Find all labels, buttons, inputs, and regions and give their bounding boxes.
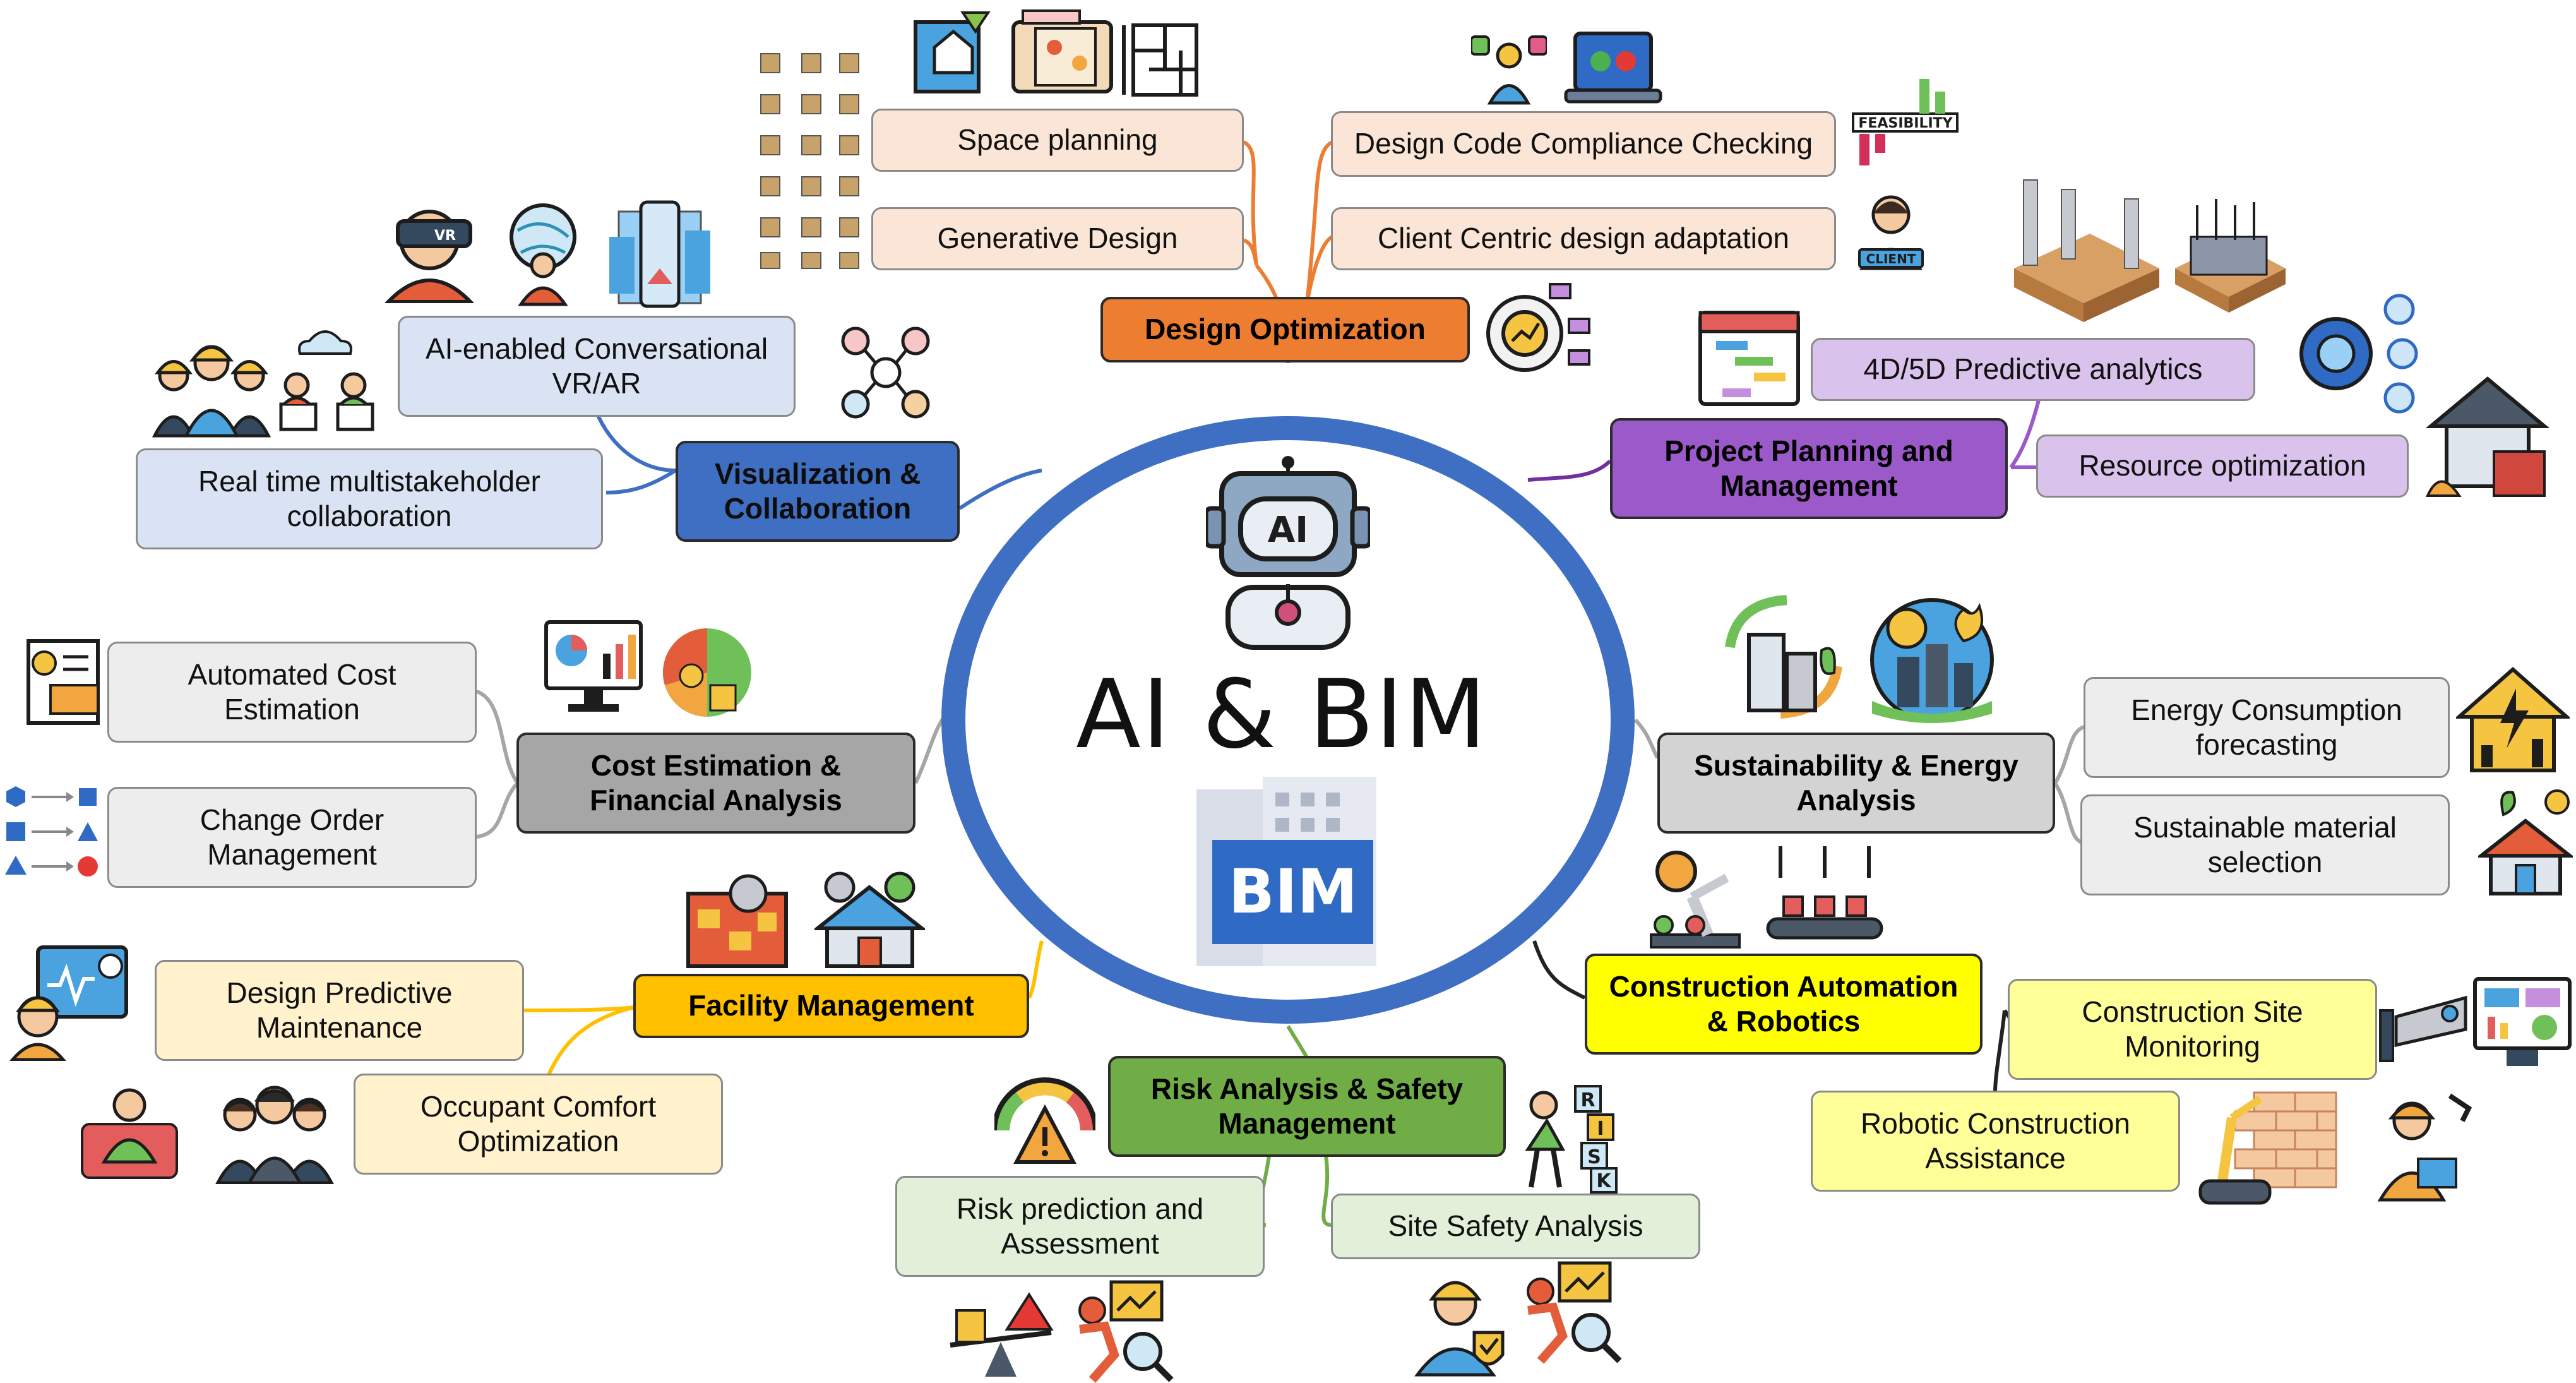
gantt-icon — [1698, 311, 1800, 406]
leaf-risk-prediction[interactable]: Risk prediction and Assessment — [895, 1176, 1265, 1277]
risk-letter-k: K — [1596, 1170, 1612, 1192]
green-house-icon — [2478, 789, 2573, 895]
risk-letter-r: R — [1580, 1089, 1595, 1111]
branch-construction-automation[interactable]: Construction Automation & Robotics — [1585, 954, 1983, 1055]
ai-label: AI — [1268, 510, 1308, 551]
leaf-space-planning[interactable]: Space planning — [871, 109, 1244, 172]
relaxing-person-icon — [81, 1088, 178, 1179]
pie-chart-icon — [663, 628, 751, 717]
laptop-check-icon — [1564, 32, 1662, 104]
leaf-predictive-analytics[interactable]: 4D/5D Predictive analytics — [1811, 338, 2255, 401]
branch-visualization-collaboration[interactable]: Visualization & Collaboration — [676, 441, 960, 542]
sustainable-city-icon — [1725, 595, 1842, 719]
maze-plan-icon — [1122, 23, 1198, 97]
branch-facility-management[interactable]: Facility Management — [633, 974, 1029, 1038]
engineer-icon — [2377, 1093, 2472, 1202]
balance-risk-icon — [950, 1292, 1054, 1377]
branch-risk-analysis[interactable]: Risk Analysis & Safety Management — [1108, 1056, 1506, 1157]
leaf-energy-forecasting[interactable]: Energy Consumption forecasting — [2084, 677, 2450, 778]
robot-bricks-icon — [2198, 1091, 2337, 1205]
leaf-site-safety[interactable]: Site Safety Analysis — [1331, 1194, 1700, 1259]
gear-network-icon — [2299, 294, 2418, 414]
branch-project-planning[interactable]: Project Planning and Management — [1610, 418, 2008, 519]
leaf-design-code-compliance[interactable]: Design Code Compliance Checking — [1331, 111, 1836, 177]
worker-search-icon — [1078, 1280, 1174, 1383]
leaf-robotic-assistance[interactable]: Robotic Construction Assistance — [1811, 1091, 2180, 1192]
invoice-icon — [27, 639, 100, 725]
dashboard-icon — [2473, 977, 2572, 1066]
risk-cubes-icon: R I S K — [1525, 1085, 1618, 1194]
leaf-ai-vr-ar[interactable]: AI-enabled Conversational VR/AR — [398, 316, 796, 417]
risk-letter-s: S — [1587, 1146, 1601, 1168]
vr-label: VR — [434, 228, 456, 244]
house-construction-icon — [2425, 376, 2550, 497]
feasibility-label: FEASIBILITY — [1858, 116, 1953, 131]
blueprint-icon — [1011, 9, 1113, 93]
client-icon: CLIENT — [1858, 195, 1924, 270]
change-flow-icon — [5, 786, 98, 877]
center-title: AI & BIM — [1076, 660, 1488, 770]
branch-design-optimization[interactable]: Design Optimization — [1100, 297, 1470, 362]
worker-search-icon-2 — [1527, 1261, 1622, 1364]
remote-meeting-icon — [279, 330, 374, 431]
generative-grid-icon — [760, 53, 859, 269]
monitor-chart-icon — [544, 620, 643, 712]
sustainable-city-icon — [1870, 598, 1994, 723]
leaf-resource-optimization[interactable]: Resource optimization — [2036, 434, 2409, 498]
floorplan-icon — [914, 11, 991, 93]
bim-label: BIM — [1229, 856, 1357, 927]
optimization-gear-icon — [1486, 283, 1590, 372]
risk-letter-i: I — [1597, 1118, 1604, 1140]
leaf-site-monitoring[interactable]: Construction Site Monitoring — [2008, 979, 2377, 1080]
buildings-3d-icon — [2014, 179, 2286, 322]
leaf-client-centric-design[interactable]: Client Centric design adaptation — [1331, 207, 1836, 270]
network-people-icon — [841, 326, 930, 419]
branch-sustainability[interactable]: Sustainability & Energy Analysis — [1657, 733, 2055, 834]
assembly-line-icon — [1766, 846, 1883, 940]
leaf-realtime-collaboration[interactable]: Real time multistakeholder collaboration — [136, 448, 603, 549]
ar-phone-icon — [609, 200, 710, 308]
robot-arm-icon — [1650, 851, 1741, 949]
feasibility-chart-icon: FEASIBILITY — [1852, 79, 1959, 165]
maintenance-monitor-icon — [9, 945, 128, 1061]
team-helmets-icon — [152, 345, 271, 438]
leaf-automated-cost[interactable]: Automated Cost Estimation — [107, 642, 477, 743]
leaf-predictive-maintenance[interactable]: Design Predictive Maintenance — [155, 960, 524, 1061]
gauge-warning-icon — [994, 1077, 1095, 1164]
globe-person-icon — [510, 203, 576, 306]
compliance-person-icon — [1471, 35, 1547, 105]
leaf-generative-design[interactable]: Generative Design — [871, 207, 1244, 270]
center-ring — [941, 416, 1635, 1024]
smart-home-icon — [814, 871, 925, 968]
safety-worker-icon — [1414, 1281, 1505, 1377]
branch-cost-estimation[interactable]: Cost Estimation & Financial Analysis — [516, 733, 915, 834]
vr-headset-icon: VR — [384, 210, 475, 303]
client-label: CLIENT — [1866, 251, 1916, 266]
occupants-icon — [215, 1086, 334, 1184]
leaf-change-order[interactable]: Change Order Management — [107, 787, 477, 888]
cctv-icon — [2379, 995, 2467, 1062]
factory-icon — [686, 874, 788, 968]
energy-house-icon — [2456, 666, 2570, 772]
leaf-occupant-comfort[interactable]: Occupant Comfort Optimization — [354, 1074, 723, 1175]
bim-building-icon: BIM — [1196, 777, 1376, 966]
ai-robot-icon: AI — [1206, 456, 1370, 650]
leaf-sustainable-material[interactable]: Sustainable material selection — [2080, 794, 2450, 895]
